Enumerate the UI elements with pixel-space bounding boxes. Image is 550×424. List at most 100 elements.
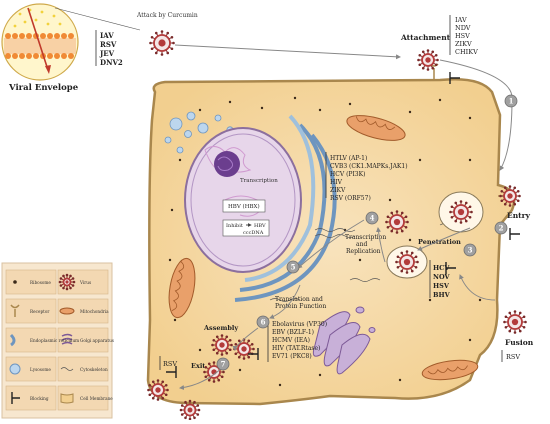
inset-virus-0: IAV [100,31,114,40]
step-marker-2: 2 [494,221,508,235]
virus-exit-2 [147,379,169,401]
virus-endosome [449,200,473,224]
virus-assembly-2 [211,334,233,356]
legend-row-4: Blocking Cell Membrane [5,385,113,411]
translation-virus-4: EV71 (PKC8) [272,353,312,360]
virus-attack [149,30,175,56]
virus-replication [385,210,409,234]
exit-virus-0: RSV [163,360,177,368]
attachment-label: Attachment [400,33,451,42]
attachment-virus-4: CHIKV [455,48,478,56]
legend-label-2-left: Endoplasmic reticulum [30,338,79,343]
translation-virus-1: EBV (BZLF-1) [272,329,314,336]
transcription-virus-3: HIV [330,179,343,186]
transcription-replication-line3: Replication [346,248,381,255]
inset-virus-1: RSV [100,40,117,49]
translation-virus-3: HIV (TAT.Rtase) [272,345,320,352]
translation-virus-0: Ebolavirus (VP30) [272,321,327,328]
attachment-virus-1: NDV [455,24,471,32]
attack-label: Attack by Curcumin [136,12,198,19]
nucleolus [214,151,240,177]
legend-label-3-left: Lysosome [30,367,51,372]
legend-symbol-0-left [13,280,17,284]
legend-label-1-left: Receptor [30,309,49,314]
inset-virus-2: JEV [99,49,115,58]
legend-label-0-left: Ribosome [30,280,51,285]
virus-fusion [503,310,527,334]
legend-symbol-0-right [58,273,76,291]
legend-label-1-right: Mitochondria [80,309,109,314]
step-number-4: 4 [370,214,375,223]
fusion-virus-0: RSV [506,353,520,361]
translation-line2: Protein Function [275,303,326,310]
translation-line1: Translation and [275,296,323,303]
legend-symbol-4-right [60,393,74,404]
legend-label-4-left: Blocking [30,396,49,401]
legend-virus-icon [58,273,76,291]
block-penetration [445,262,456,274]
virus-assembly-1 [233,338,255,360]
step-number-6: 6 [261,318,266,327]
flow-arrow-to-attachment [174,44,401,60]
legend-symbol-3-right [60,367,74,371]
step-marker-5: 5 [286,260,300,274]
golgi-apparatus [312,306,376,375]
virus-entry [499,185,521,207]
penetration-arrow [27,7,49,71]
fusion-label: Fusion [505,338,534,347]
cccdna-prefix: Inhibit [226,223,243,229]
entry-label: Entry [507,211,531,220]
exit-label: Exit [191,362,205,370]
step-number-3: 3 [468,246,473,255]
legend-symbol-2-right [61,333,73,345]
penetration-virus-1: NOV [433,273,450,281]
transcription-virus-4: ZIKV [330,187,346,194]
virus-attachment [417,49,439,71]
step-marker-1: 1 [504,94,518,108]
attachment-virus-0: IAV [455,16,467,24]
translation-virus-2: HCMV (IEA) [272,337,310,344]
hbv-label: HBV (HBX) [228,203,260,210]
penetration-virus-3: BHV [433,291,451,299]
cccdna-line2: cccDNA [243,230,264,236]
legend-label-4-right: Cell Membrane [80,396,113,401]
nucleus-transcription-label: Transcription [240,178,278,184]
block-entry [509,228,520,240]
legend-symbol-1-right [59,307,75,315]
legend-row-1: Receptor Mitochondria [5,298,109,324]
internal-flow-arrows [179,219,471,391]
transcription-replication-line2: and [356,241,367,248]
step-marker-7: 7 [216,357,230,371]
legend-symbol-3-left [9,363,21,375]
virus-penetration [395,250,419,274]
step-number-5: 5 [291,263,296,272]
cccdna-suffix: HBV [254,223,266,229]
mitochondria [168,115,479,381]
transcription-virus-1: CVB3 (CK1.MAPKs.JAK1) [330,163,408,170]
legend-symbol-4-left [11,392,20,404]
legend-label-0-right: Virus [79,280,91,285]
step-marker-3: 3 [463,243,477,257]
transcription-virus-5: RSV (ORF57) [330,195,371,202]
viral-envelope-label: Viral Envelope [8,83,79,93]
virus-particles [147,30,527,421]
step-number-1: 1 [509,97,514,106]
legend-row-0: Ribosome Virus [5,269,109,295]
step-markers: 1 2 3 4 5 6 7 [216,94,518,371]
block-exit [166,366,177,378]
transcription-replication-line1: Transcription [345,234,386,241]
block-assembly [248,348,259,360]
penetration-virus-0: HCV [433,264,450,272]
endoplasmic-reticulum [234,114,337,302]
block-attachment [449,72,460,84]
attachment-virus-2: HSV [455,32,470,40]
step-number-2: 2 [499,224,504,233]
legend-symbol-2-left [9,333,16,347]
attachment-virus-3: ZIKV [455,40,472,48]
viral-envelope-inset: Viral Envelope IAV RSV JEV DNV2 [1,3,141,93]
